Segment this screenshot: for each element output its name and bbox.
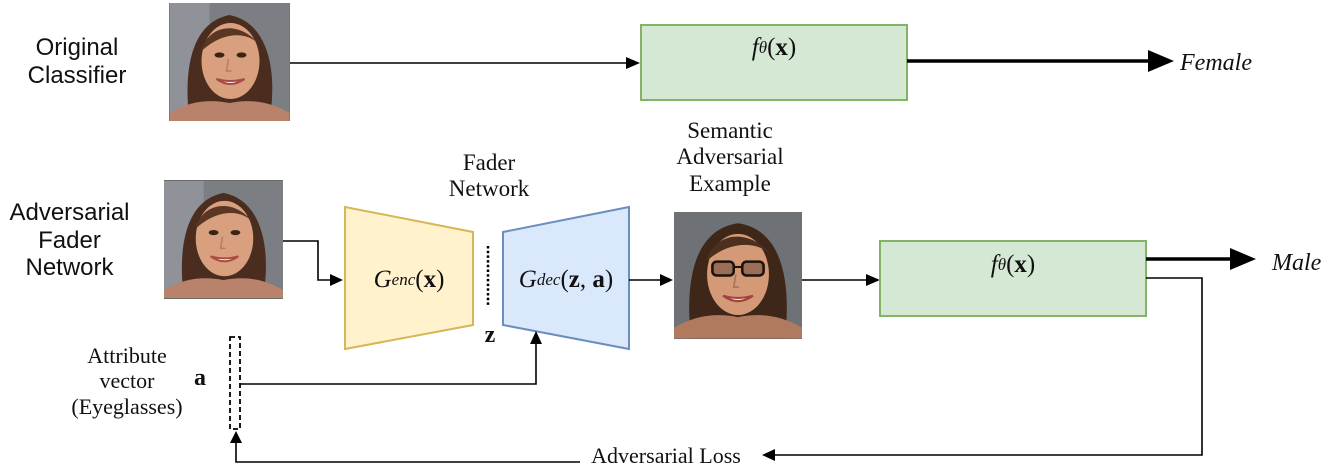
loss-to-attribute-line [235, 440, 583, 463]
encoder-x: x [423, 266, 437, 293]
top-classifier-x: x [775, 34, 788, 61]
adversarial-example-face-image [674, 212, 802, 339]
example-to-classifier-arrowhead [866, 274, 880, 286]
decoder-to-example-arrowhead [660, 274, 673, 286]
semantic-adversarial-example-caption-line1: Semantic [687, 118, 773, 143]
decoder-box [502, 205, 630, 351]
adversarial-fader-network-label: Adversarial Fader Network [0, 199, 139, 282]
face-illustration [164, 180, 283, 299]
top-classifier-close-paren: ) [787, 34, 797, 61]
top-image-to-classifier-arrowhead [626, 57, 640, 69]
attribute-to-decoder-line [240, 340, 537, 385]
fader-network-caption-line2: Network [448, 176, 530, 202]
encoder-box [344, 205, 474, 351]
bottom-classifier-f: f [990, 251, 998, 278]
encoder-G: G [373, 266, 392, 293]
top-classifier-f: f [751, 34, 759, 61]
semantic-adversarial-example-caption-line3: Example [689, 170, 771, 196]
attribute-vector-bar [229, 336, 241, 430]
attribute-vector-label-line1: Attribute [87, 343, 167, 368]
attribute-symbol-a: a [194, 365, 206, 391]
female-output-arrowhead [1148, 50, 1174, 72]
input-face-image [164, 180, 283, 299]
decoder-a: a [592, 266, 605, 293]
bottom-classifier-close-paren: ) [1026, 251, 1036, 278]
bottom-classifier-box [879, 240, 1147, 317]
decoder-open-paren: ( [560, 266, 569, 293]
original-classifier-label-line1: Original [35, 34, 119, 61]
fader-network-caption: Fader Network [430, 150, 548, 203]
adversarial-loss-label: Adversarial Loss [580, 443, 752, 468]
attribute-vector-label: Attribute vector (Eyeglasses) [52, 343, 202, 419]
adversarial-fader-network-label-line1: Adversarial [9, 199, 130, 226]
bottom-classifier-theta: θ [997, 255, 1007, 274]
adversarial-loss-line [770, 277, 1203, 456]
adversarial-fader-network-label-line2: Fader [38, 226, 101, 254]
attribute-vector-label-line3: (Eyeglasses) [71, 393, 183, 419]
male-output-arrowhead [1230, 248, 1256, 270]
face-to-encoder-arrow [283, 240, 336, 281]
encoder-open-paren: ( [415, 266, 424, 293]
female-output-label: Female [1180, 50, 1252, 76]
loss-to-attribute-arrowhead [230, 431, 242, 443]
top-classifier-open-paren: ( [767, 34, 776, 61]
latent-z-label: z [484, 322, 496, 348]
adversarial-fader-network-label-line3: Network [25, 254, 114, 282]
decoder-close-paren: ) [604, 266, 614, 293]
face-to-encoder-arrowhead [330, 274, 343, 286]
decoder-z: z [568, 266, 580, 293]
original-classifier-label: Original Classifier [8, 34, 146, 89]
decoder-G: G [518, 266, 537, 293]
male-output-label: Male [1272, 250, 1322, 276]
decoder-separator: , [579, 266, 593, 293]
face-with-eyeglasses-illustration [674, 212, 802, 339]
bottom-classifier-open-paren: ( [1006, 251, 1015, 278]
decoder-subscript: dec [536, 270, 561, 289]
encoder-close-paren: ) [436, 266, 445, 293]
top-classifier-theta: θ [758, 38, 768, 57]
bottom-classifier-x: x [1014, 251, 1027, 278]
original-face-image [169, 3, 290, 121]
original-classifier-label-line2: Classifier [27, 61, 127, 89]
encoder-subscript: enc [391, 270, 416, 289]
attribute-to-decoder-arrowhead [530, 331, 542, 344]
semantic-adversarial-example-caption: Semantic Adversarial Example [660, 118, 800, 197]
fader-network-caption-line1: Fader [462, 150, 516, 175]
adversarial-loss-arrowhead [762, 449, 775, 461]
face-illustration [169, 3, 290, 121]
top-classifier-box [640, 24, 908, 101]
semantic-adversarial-example-caption-line2: Adversarial [676, 144, 784, 170]
attribute-vector-label-line2: vector [99, 368, 155, 394]
